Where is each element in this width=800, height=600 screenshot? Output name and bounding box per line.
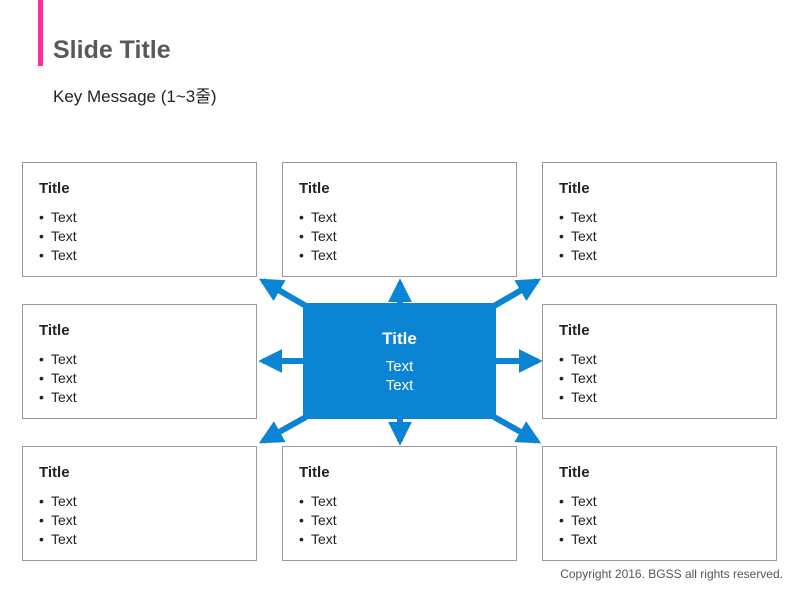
card-bottom-right: Title •Text •Text •Text — [542, 446, 777, 561]
bullet-item: •Text — [559, 493, 597, 509]
card-bullets: •Text •Text •Text — [39, 492, 77, 549]
card-bullets: •Text •Text •Text — [299, 208, 337, 265]
arrow-down-right — [492, 414, 542, 444]
card-bullets: •Text •Text •Text — [299, 492, 337, 549]
card-title: Title — [39, 322, 70, 339]
arrow-up-right — [492, 278, 542, 309]
card-middle-right: Title •Text •Text •Text — [542, 304, 777, 419]
bullet-item: •Text — [299, 531, 337, 547]
card-bullets: •Text •Text •Text — [39, 208, 77, 265]
card-bullets: •Text •Text •Text — [559, 208, 597, 265]
bullet-item: •Text — [559, 389, 597, 405]
bullet-item: •Text — [559, 247, 597, 263]
bullet-item: •Text — [39, 351, 77, 367]
card-bullets: •Text •Text •Text — [39, 350, 77, 407]
bullet-item: •Text — [39, 228, 77, 244]
bullet-item: •Text — [39, 512, 77, 528]
bullet-item: •Text — [299, 228, 337, 244]
card-title: Title — [559, 180, 590, 197]
bullet-item: •Text — [39, 493, 77, 509]
bullet-item: •Text — [39, 370, 77, 386]
card-title: Title — [39, 180, 70, 197]
card-title: Title — [299, 464, 330, 481]
card-bullets: •Text •Text •Text — [559, 350, 597, 407]
center-text-line: Text — [385, 377, 414, 394]
bullet-item: •Text — [559, 370, 597, 386]
bullet-item: •Text — [559, 228, 597, 244]
card-bottom-left: Title •Text •Text •Text — [22, 446, 257, 561]
bullet-item: •Text — [39, 209, 77, 225]
bullet-item: •Text — [39, 531, 77, 547]
arrow-down-left — [258, 414, 308, 444]
center-box: Title Text Text — [303, 303, 496, 419]
bullet-item: •Text — [559, 531, 597, 547]
bullet-item: •Text — [39, 389, 77, 405]
card-title: Title — [559, 464, 590, 481]
title-accent-bar — [38, 0, 43, 66]
center-text-line: Text — [385, 358, 414, 375]
card-title: Title — [39, 464, 70, 481]
key-message: Key Message (1~3줄) — [53, 87, 217, 106]
card-top-center: Title •Text •Text •Text — [282, 162, 517, 277]
center-title: Title — [382, 329, 417, 348]
card-title: Title — [299, 180, 330, 197]
bullet-item: •Text — [39, 247, 77, 263]
arrow-up-left — [258, 278, 308, 309]
bullet-item: •Text — [559, 351, 597, 367]
bullet-item: •Text — [299, 209, 337, 225]
bullet-item: •Text — [299, 247, 337, 263]
bullet-item: •Text — [299, 493, 337, 509]
copyright-footer: Copyright 2016. BGSS all rights reserved… — [560, 567, 783, 581]
bullet-item: •Text — [299, 512, 337, 528]
slide-title: Slide Title — [53, 36, 171, 64]
card-top-left: Title •Text •Text •Text — [22, 162, 257, 277]
card-top-right: Title •Text •Text •Text — [542, 162, 777, 277]
card-bottom-center: Title •Text •Text •Text — [282, 446, 517, 561]
card-bullets: •Text •Text •Text — [559, 492, 597, 549]
card-middle-left: Title •Text •Text •Text — [22, 304, 257, 419]
bullet-item: •Text — [559, 209, 597, 225]
bullet-item: •Text — [559, 512, 597, 528]
card-title: Title — [559, 322, 590, 339]
